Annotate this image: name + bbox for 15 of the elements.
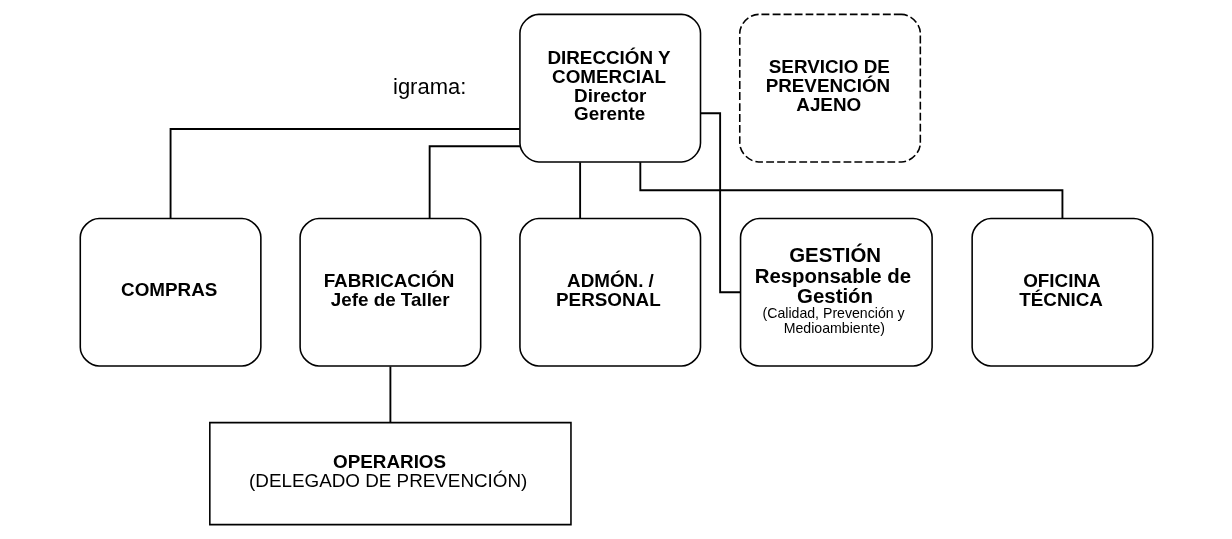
connector <box>428 145 521 220</box>
connector <box>699 112 741 294</box>
node-box: SERVICIO DE PREVENCIÓN AJENO <box>738 13 921 163</box>
node-box: GESTIÓN Responsable de Gestión (Calidad, Prevención y Medioambiente) <box>739 217 933 367</box>
connector <box>638 161 1063 220</box>
node-box: ADMÓN. / PERSONAL <box>518 217 701 367</box>
connector <box>578 161 581 220</box>
node-box: FABRICACIÓN Jefe de Taller <box>298 217 481 367</box>
connector <box>388 365 391 424</box>
label: igrama: <box>392 73 466 99</box>
connector <box>169 128 521 220</box>
node-box: OPERARIOS (DELEGADO DE PREVENCIÓN) <box>208 421 572 526</box>
node-box: OFICINA TÉCNICA <box>970 217 1153 367</box>
node-box: DIRECCIÓN Y COMERCIAL Director Gerente <box>518 13 701 163</box>
node-box: COMPRAS <box>79 217 262 367</box>
